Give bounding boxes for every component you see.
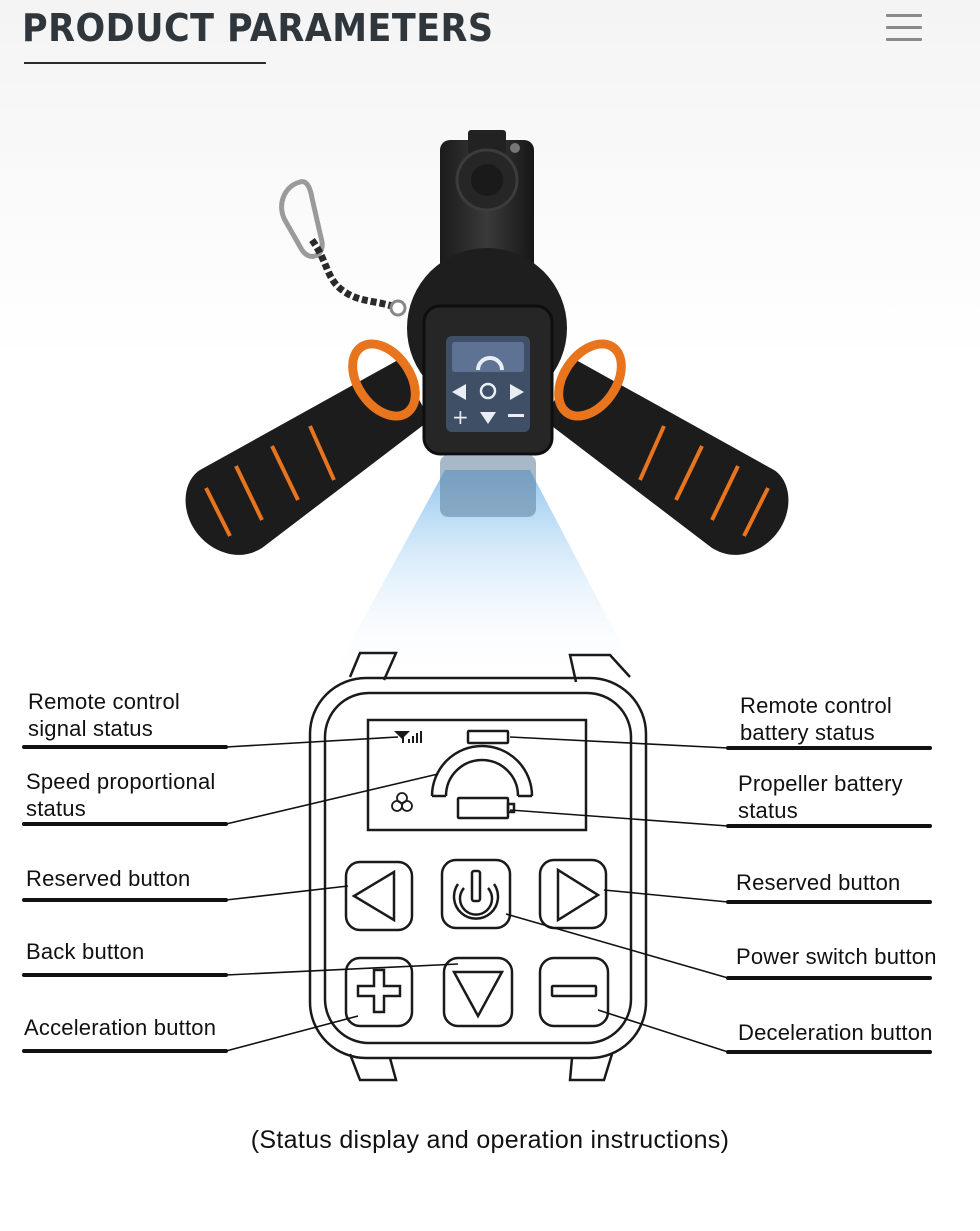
label-reserved-right: Reserved button	[736, 870, 901, 895]
strap-top-left	[348, 651, 398, 681]
label-deceleration: Deceleration button	[738, 1020, 933, 1045]
diagram-caption: (Status display and operation instructio…	[250, 1126, 730, 1154]
title-underline	[24, 62, 266, 64]
label-remote-battery: Remote control battery status	[740, 693, 892, 745]
label-power: Power switch button	[736, 944, 937, 969]
diagram-screen	[366, 718, 588, 832]
label-propeller-battery: Propeller battery status	[738, 771, 903, 823]
diagram-down-button	[442, 956, 514, 1028]
diagram-right-button	[538, 858, 608, 930]
label-speed-status: Speed proportional status	[26, 769, 216, 821]
hamburger-menu-icon[interactable]	[880, 10, 928, 46]
signal-icon	[394, 731, 422, 743]
lanyard-clip	[279, 179, 407, 317]
propeller-icon	[391, 792, 413, 812]
diagram-minus-button	[538, 956, 610, 1028]
label-back: Back button	[26, 939, 145, 964]
strap-bottom-right	[568, 1053, 614, 1082]
controller-body: +	[422, 304, 554, 517]
label-remote-signal: Remote control signal status	[28, 689, 180, 741]
diagram-plus-button	[344, 956, 414, 1028]
right-grip	[544, 339, 789, 555]
diagram-power-button	[440, 858, 512, 930]
diagram-inner-case	[323, 691, 633, 1045]
diagram-outer-case	[308, 676, 648, 1060]
diagram-left-button	[344, 860, 414, 932]
svg-text:+: +	[452, 405, 469, 429]
strap-bottom-left	[348, 1053, 398, 1082]
label-reserved-left: Reserved button	[26, 866, 191, 891]
remote-battery-icon	[466, 729, 510, 745]
left-grip	[185, 339, 430, 555]
product-photo: +	[185, 130, 789, 680]
page-title: PRODUCT PARAMETERS	[22, 6, 494, 50]
strap-top-right	[568, 653, 631, 683]
light-beam	[330, 470, 640, 680]
label-acceleration: Acceleration button	[24, 1015, 217, 1040]
propeller-battery-icon	[456, 796, 516, 820]
